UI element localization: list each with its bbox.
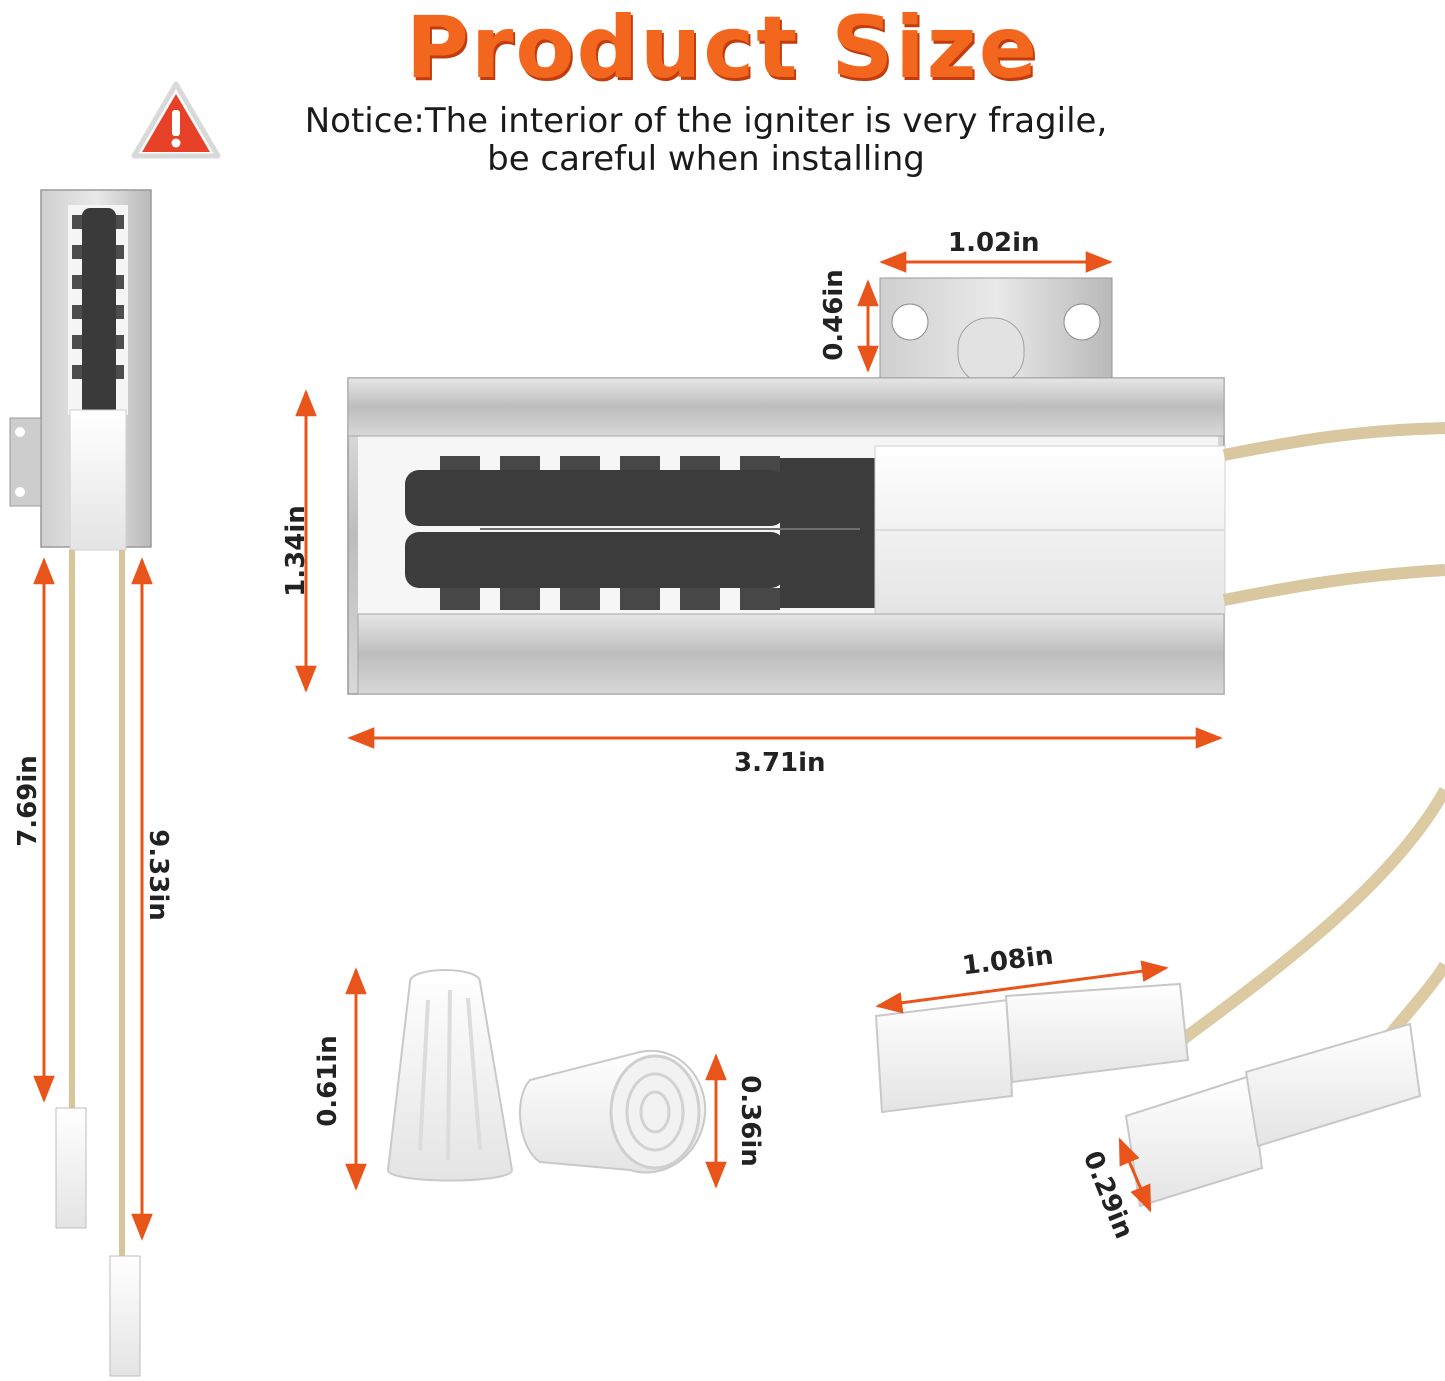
page-title: Product Size [405, 0, 1040, 98]
dim-wire-short: 7.69in [12, 755, 43, 847]
terminal-connectors [874, 787, 1445, 1213]
side-view-igniter [9, 189, 153, 1377]
dim-bracket-height: 0.46in [818, 269, 849, 361]
notice-line-1: Notice:The interior of the igniter is ve… [304, 101, 1108, 141]
dim-wire-long: 9.33in [142, 829, 173, 921]
dim-bracket-width: 1.02in [948, 228, 1040, 258]
wire-nuts [345, 967, 727, 1191]
dim-cap-short: 0.36in [734, 1075, 765, 1167]
dim-body-height: 1.34in [280, 505, 311, 597]
notice-line-2: be careful when installing [487, 139, 925, 179]
notice-text: Notice:The interior of the igniter is ve… [236, 102, 1176, 178]
dim-body-length: 3.71in [734, 748, 826, 778]
main-igniter-body [295, 251, 1445, 749]
dim-cap-tall: 0.61in [312, 1035, 343, 1127]
warning-triangle-icon [131, 81, 221, 159]
